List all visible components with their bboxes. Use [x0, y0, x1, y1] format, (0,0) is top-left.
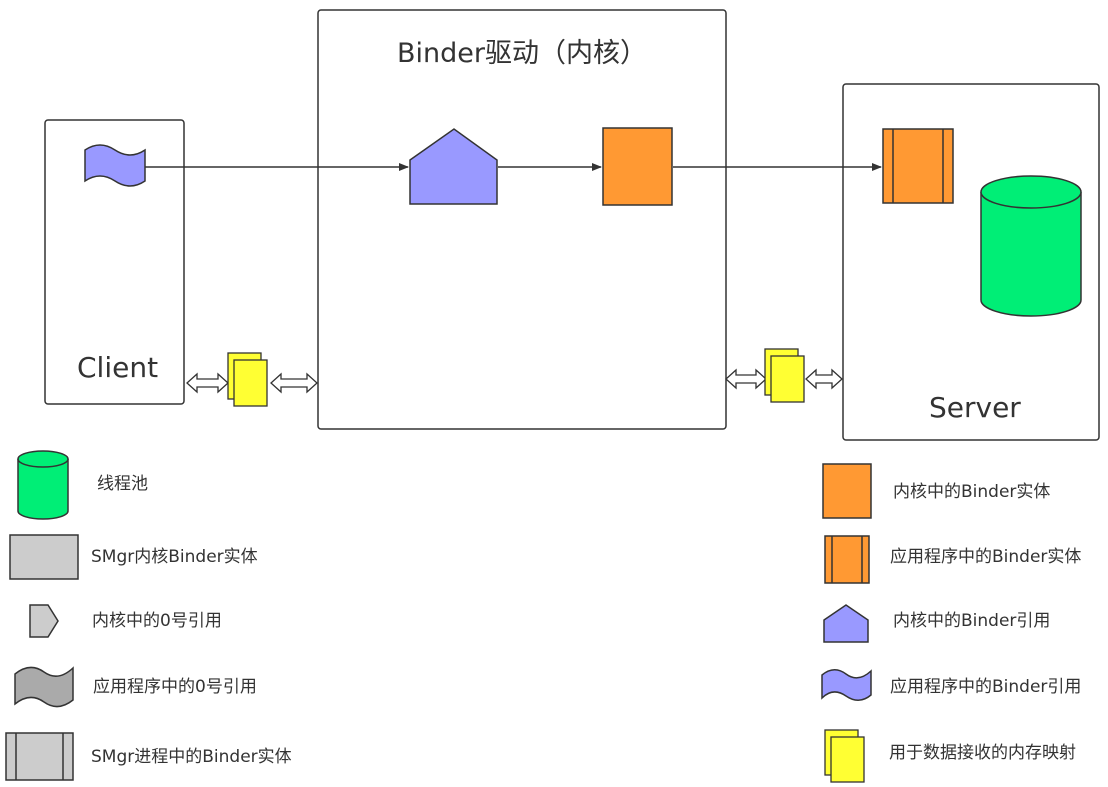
client-label: Client: [77, 351, 159, 384]
legend-app-ref-0-label: 应用程序中的0号引用: [93, 677, 257, 697]
legend-kernel-binder-entity-label: 内核中的Binder实体: [893, 482, 1051, 502]
legend-app-binder-ref-label: 应用程序中的Binder引用: [890, 677, 1082, 697]
legend-smgr-kernel-entity-icon: [9, 534, 79, 580]
legend-app-binder-ref-icon: [821, 669, 872, 701]
legend-memory-mapping-label: 用于数据接收的内存映射: [889, 743, 1076, 763]
legend-smgr-process-entity-label: SMgr进程中的Binder实体: [91, 747, 292, 767]
legend-app-binder-entity-label: 应用程序中的Binder实体: [890, 547, 1082, 567]
legend-app-binder-entity-icon: [824, 535, 870, 584]
server-memory-mapping-icon: [764, 348, 805, 403]
server-binder-entity-icon: [882, 128, 954, 204]
legend-kernel-binder-ref-icon: [823, 604, 869, 643]
client-memory-mapping-icon: [227, 352, 268, 407]
legend-thread-pool-icon: [17, 450, 69, 520]
client-mapping-double-arrow-left: [186, 372, 229, 394]
legend-kernel-ref-0-icon: [29, 604, 59, 638]
legend-kernel-binder-ref-label: 内核中的Binder引用: [893, 611, 1051, 631]
legend-app-ref-0-icon: [14, 666, 74, 708]
legend-kernel-ref-0-label: 内核中的0号引用: [92, 611, 222, 631]
server-mapping-double-arrow-right: [805, 368, 843, 390]
server-mapping-double-arrow-left: [725, 368, 767, 390]
legend-kernel-binder-entity-icon: [822, 463, 872, 519]
kernel-title: Binder驱动（内核）: [397, 38, 647, 69]
legend-smgr-process-entity-icon: [5, 732, 74, 781]
server-label: Server: [929, 391, 1021, 424]
kernel-box: [317, 9, 727, 430]
kernel-binder-entity-icon: [602, 127, 673, 206]
legend-smgr-kernel-entity-label: SMgr内核Binder实体: [91, 547, 258, 567]
client-box: [44, 119, 185, 405]
legend-thread-pool-label: 线程池: [97, 474, 148, 494]
client-binder-reference-icon: [84, 144, 146, 187]
kernel-binder-reference-icon: [409, 128, 498, 205]
client-mapping-double-arrow-right: [270, 372, 318, 394]
server-thread-pool-icon: [980, 175, 1082, 317]
legend-memory-mapping-icon: [824, 729, 865, 783]
